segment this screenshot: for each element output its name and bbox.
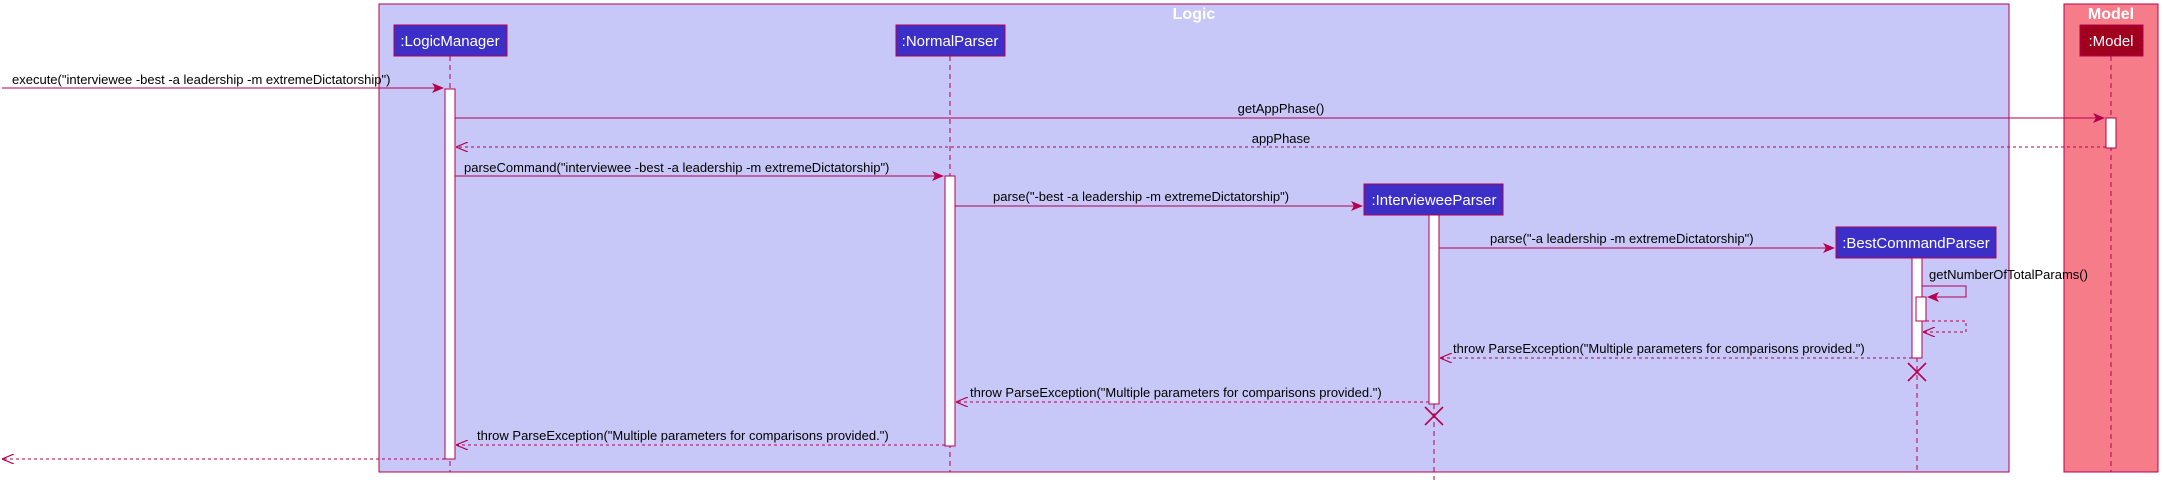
normal-parser-box [895, 24, 1006, 57]
get-app-phase-label: getAppPhase() [1238, 101, 1325, 116]
normal-parser-activation [944, 175, 956, 447]
execute-label: execute("interviewee -best -a leadership… [12, 72, 390, 87]
app-phase-label: appPhase [1252, 131, 1311, 146]
interviewee-parser-box [1363, 183, 1504, 216]
interviewee-parser-label: :IntervieweeParser [1371, 192, 1496, 209]
throw-normal-label: throw ParseException("Multiple parameter… [477, 428, 889, 443]
self-call-activation [1915, 296, 1927, 322]
logic-group-frame [378, 3, 2010, 473]
best-command-parser-destroy-mark [1907, 362, 1927, 382]
best-command-parser-box [1835, 226, 1997, 259]
model-box [2079, 24, 2144, 57]
self-return-arrow [1924, 320, 1967, 332]
parse-normal-label: parse("-best -a leadership -m extremeDic… [993, 189, 1289, 204]
parse-interviewee-label: parse("-a leadership -m extremeDictators… [1490, 231, 1754, 246]
get-number-of-total-params-label: getNumberOfTotalParams() [1929, 267, 2088, 282]
model-label: :Model [2088, 33, 2133, 50]
normal-parser-label: :NormalParser [902, 33, 999, 50]
throw-interviewee-label: throw ParseException("Multiple parameter… [970, 385, 1382, 400]
parse-command-label: parseCommand("interviewee -best -a leade… [464, 160, 889, 175]
logic-manager-label: :LogicManager [400, 33, 499, 50]
logic-group-title: Logic [1173, 6, 1216, 23]
model-group-title: Model [2088, 6, 2134, 23]
best-command-parser-label: :BestCommandParser [1842, 235, 1990, 252]
model-activation [2105, 117, 2117, 149]
interviewee-parser-destroy-mark [1424, 406, 1444, 426]
self-call-arrow [1922, 285, 1967, 302]
interviewee-parser-activation [1428, 214, 1440, 405]
throw-best-label: throw ParseException("Multiple parameter… [1453, 341, 1865, 356]
logic-manager-activation [444, 88, 456, 460]
logic-manager-box [393, 24, 508, 57]
